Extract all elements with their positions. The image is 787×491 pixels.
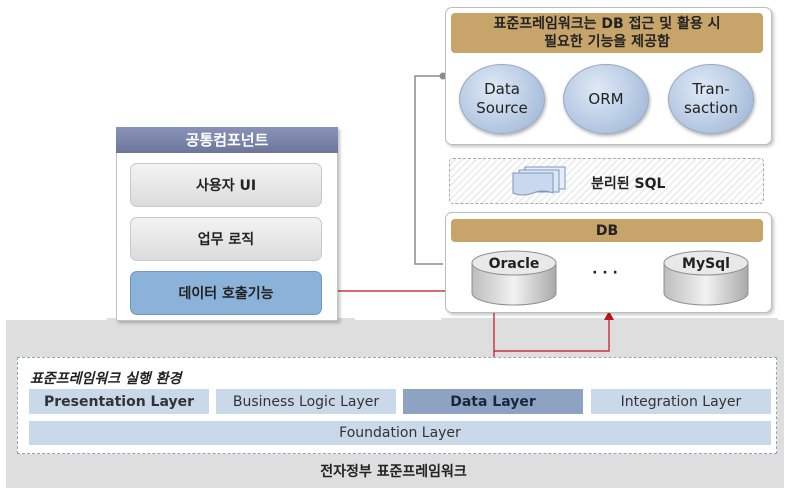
separated-sql-label: 분리된 SQL xyxy=(591,176,666,192)
transaction-circle: Tran- saction xyxy=(668,64,754,134)
gray-bracket-line xyxy=(414,75,443,265)
mysql-cylinder xyxy=(662,249,750,307)
oracle-cylinder xyxy=(470,249,558,307)
data-source-circle: Data Source xyxy=(459,64,545,134)
egov-framework-title: 전자정부 표준프레임워크 xyxy=(320,464,467,480)
data-source-line2: Source xyxy=(476,99,528,117)
separated-sql-panel xyxy=(449,158,764,204)
db-arrow xyxy=(494,317,610,352)
presentation-layer: Presentation Layer xyxy=(29,389,209,414)
data-call-item: 데이터 호출기능 xyxy=(130,271,322,315)
db-title: DB xyxy=(451,219,763,242)
oracle-label: Oracle xyxy=(488,256,540,272)
orm-label: ORM xyxy=(588,89,624,108)
db-access-title-line2: 필요한 기능을 제공함 xyxy=(544,34,670,50)
foundation-layer: Foundation Layer xyxy=(29,421,771,445)
transaction-line2: saction xyxy=(684,99,738,117)
sql-document-icon xyxy=(511,165,571,197)
user-ui-item: 사용자 UI xyxy=(130,163,322,207)
orm-circle: ORM xyxy=(563,64,649,134)
integration-layer: Integration Layer xyxy=(591,389,771,414)
data-source-line1: Data xyxy=(484,80,520,98)
business-logic-layer: Business Logic Layer xyxy=(216,389,396,414)
db-access-title: 표준프레임워크는 DB 접근 및 활용 시 필요한 기능을 제공함 xyxy=(451,13,763,53)
business-logic-item: 업무 로직 xyxy=(130,217,322,261)
data-layer: Data Layer xyxy=(403,389,583,414)
platform-left-tab xyxy=(107,318,355,324)
db-ellipsis: · · · xyxy=(592,265,618,281)
gray-bracket-dot xyxy=(439,72,447,80)
runtime-environment-title: 표준프레임워크 실행 환경 xyxy=(30,371,182,387)
common-component-title: 공통컴포넌트 xyxy=(116,127,338,153)
db-arrowhead xyxy=(604,311,614,320)
db-access-title-line1: 표준프레임워크는 DB 접근 및 활용 시 xyxy=(493,16,721,32)
transaction-line1: Tran- xyxy=(692,80,730,98)
mysql-label: MySql xyxy=(682,256,730,272)
